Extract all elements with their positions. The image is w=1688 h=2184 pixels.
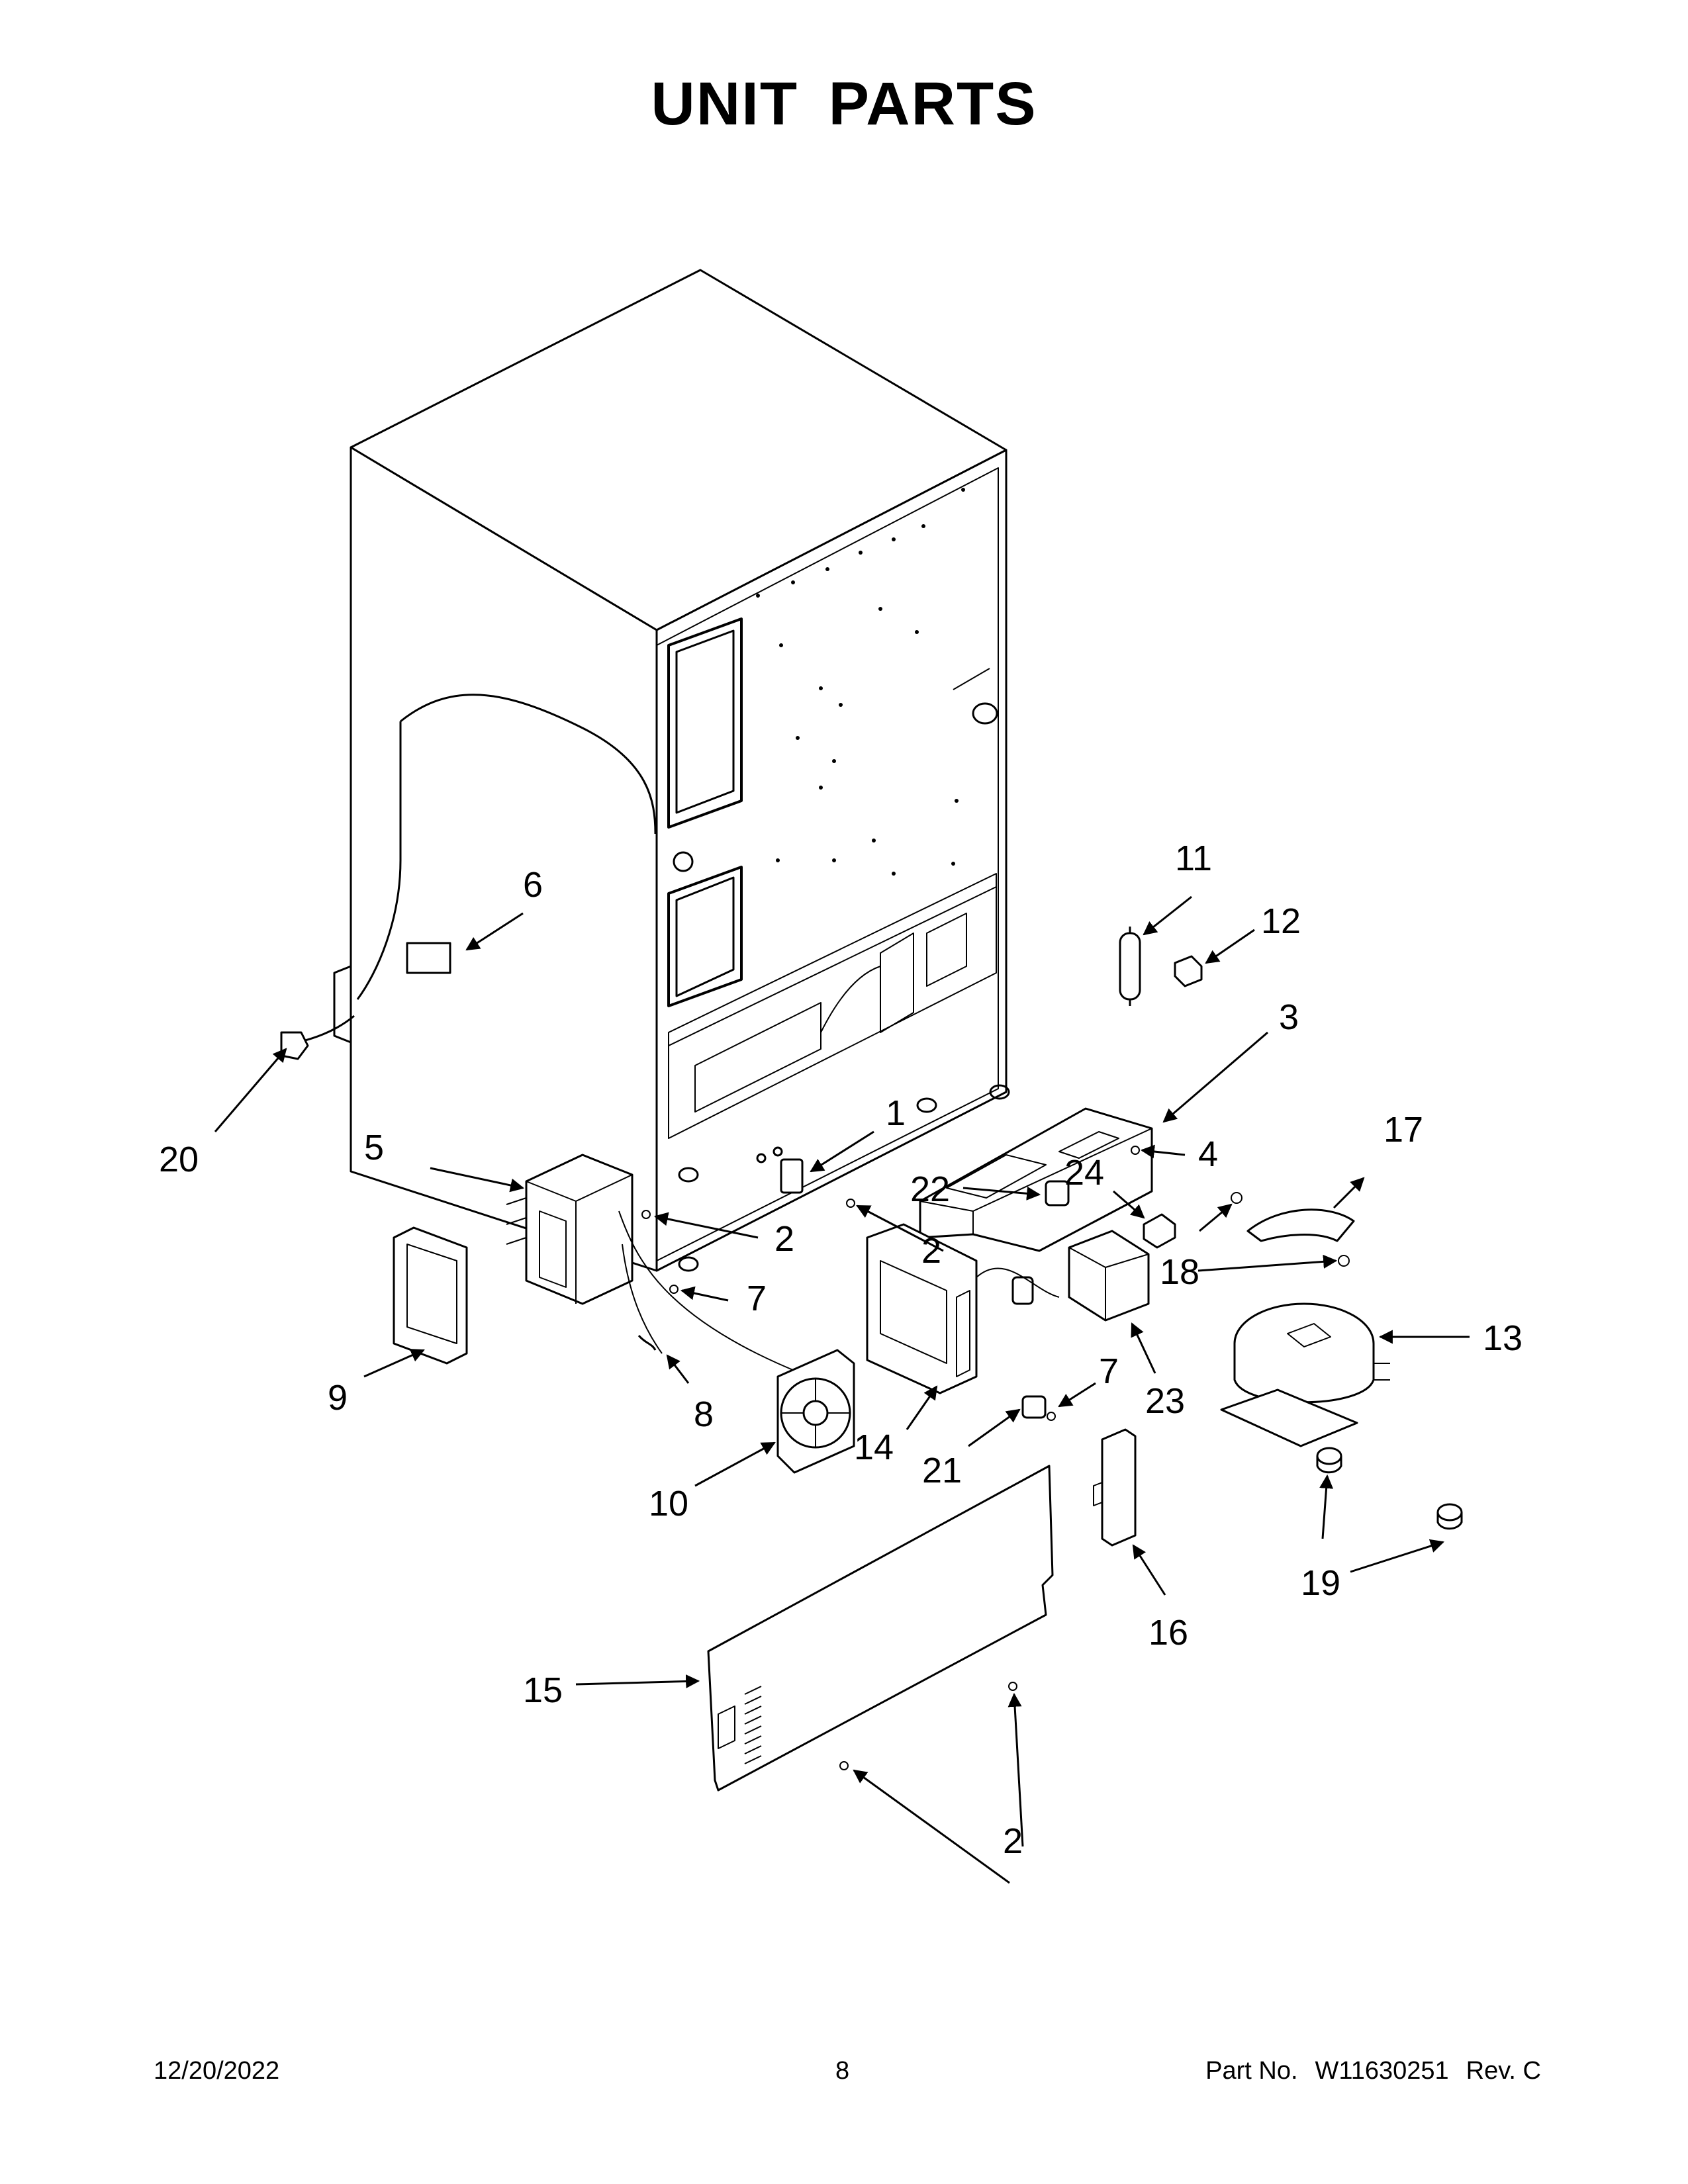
callout-22: 22 — [910, 1169, 950, 1209]
footer-part-info: Part No. W11630251 Rev. C — [1205, 2057, 1541, 2085]
callout-7: 7 — [1099, 1351, 1119, 1391]
footer-page-number: 8 — [835, 2057, 850, 2085]
start-relay — [1068, 1230, 1150, 1322]
callout-4: 4 — [1198, 1134, 1218, 1174]
callout-6: 6 — [523, 865, 543, 905]
footer-date: 12/20/2022 — [154, 2057, 280, 2085]
clip-24 — [1143, 1213, 1176, 1249]
grommet — [1436, 1503, 1463, 1530]
control-board — [866, 1223, 1060, 1394]
rear-access-panel — [707, 1465, 1054, 1792]
callout-labels: 1 2 2 2 3 4 5 6 7 7 8 9 10 11 12 13 14 1… — [159, 839, 1523, 1861]
clip-22 — [1045, 1180, 1070, 1206]
grommet — [1316, 1447, 1342, 1474]
screw — [641, 1146, 1350, 1770]
leader-lines — [214, 895, 1470, 1884]
electrical-cover — [393, 1226, 468, 1365]
callout-10: 10 — [649, 1484, 688, 1524]
callout-11: 11 — [1175, 839, 1212, 878]
compressor-cap — [1246, 1208, 1355, 1242]
dryer-clip — [1174, 955, 1203, 987]
callout-21: 21 — [922, 1451, 962, 1490]
callout-2: 2 — [921, 1231, 941, 1271]
callout-9: 9 — [328, 1378, 348, 1418]
footer-part-number: W11630251 — [1315, 2057, 1449, 2085]
thermistor — [637, 1335, 657, 1351]
callout-16: 16 — [1149, 1613, 1188, 1653]
footer-revision: Rev. C — [1466, 2057, 1541, 2085]
callout-14: 14 — [854, 1428, 894, 1467]
callout-20: 20 — [159, 1140, 199, 1179]
footer-part-label: Part No. — [1205, 2057, 1298, 2085]
page-title: UNIT PARTS — [651, 70, 1037, 138]
refrigerator-cabinet — [333, 269, 1010, 1272]
control-bracket — [1093, 1428, 1137, 1547]
callout-5: 5 — [364, 1128, 384, 1167]
bracket-part — [780, 1158, 804, 1194]
callout-18: 18 — [1160, 1252, 1199, 1292]
filter-dryer — [1119, 927, 1141, 1006]
callout-7: 7 — [747, 1279, 767, 1318]
drain-pan — [919, 1107, 1153, 1252]
callout-2: 2 — [774, 1219, 794, 1259]
callout-24: 24 — [1064, 1153, 1104, 1193]
callout-19: 19 — [1301, 1563, 1340, 1603]
callout-13: 13 — [1483, 1318, 1523, 1358]
overload — [1021, 1395, 1047, 1419]
condenser-fan — [776, 1349, 855, 1474]
compressor — [1220, 1302, 1390, 1447]
callout-15: 15 — [523, 1670, 563, 1710]
callout-23: 23 — [1145, 1381, 1185, 1421]
callout-3: 3 — [1279, 997, 1299, 1037]
callout-17: 17 — [1383, 1110, 1423, 1150]
callout-1: 1 — [886, 1093, 906, 1133]
callout-2: 2 — [1003, 1821, 1023, 1861]
electrical-box — [506, 1154, 802, 1374]
callout-8: 8 — [694, 1394, 714, 1434]
callout-12: 12 — [1261, 901, 1301, 941]
